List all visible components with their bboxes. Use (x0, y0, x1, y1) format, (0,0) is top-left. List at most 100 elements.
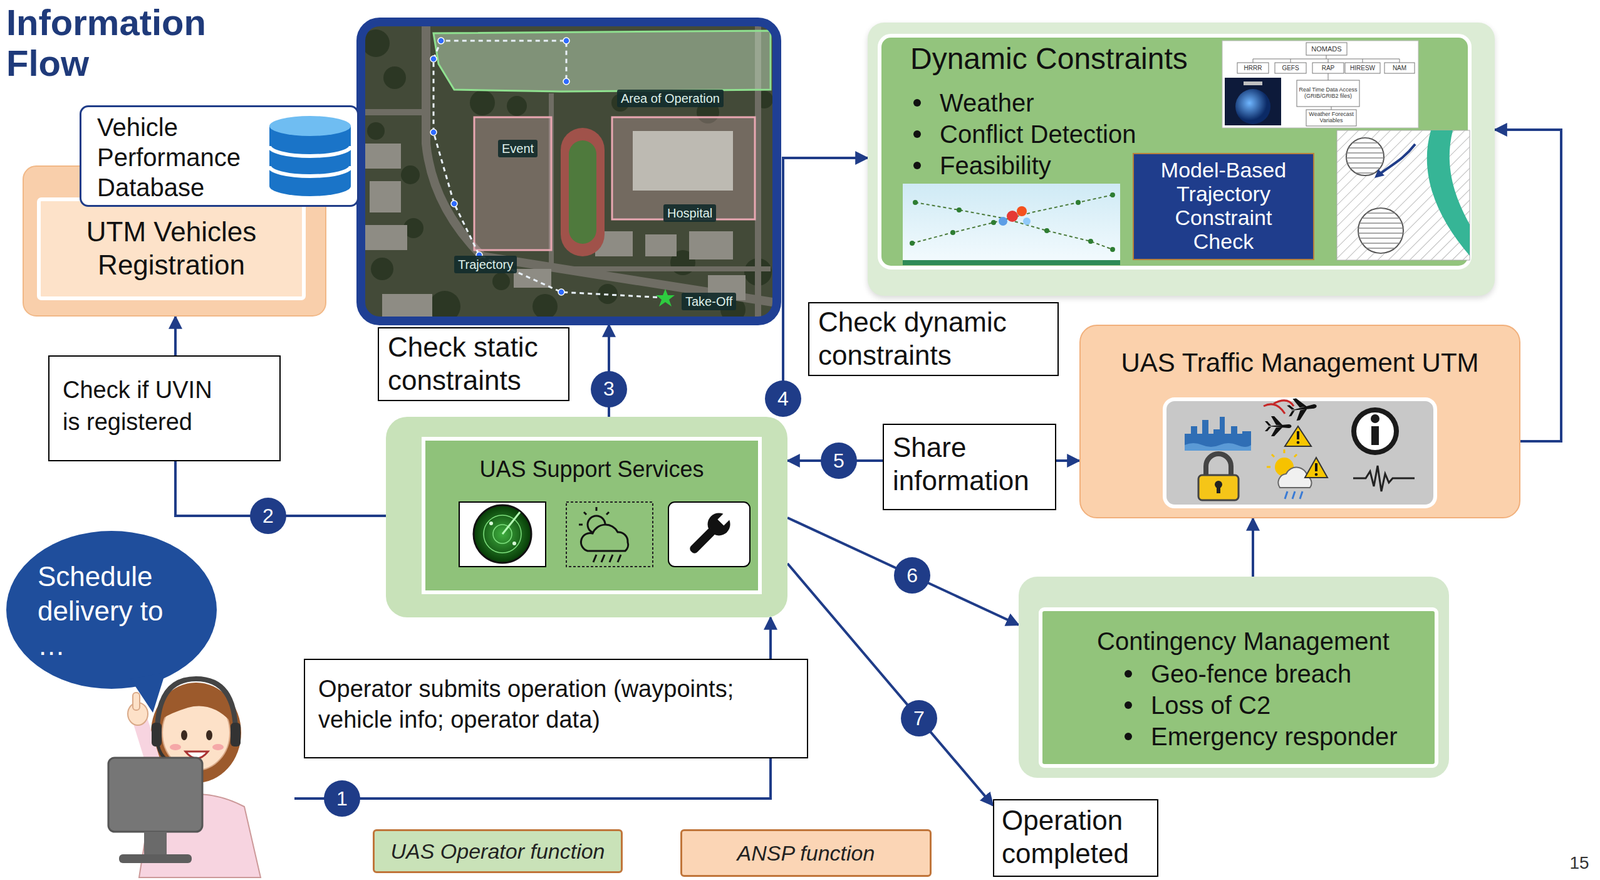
weather-alert-icon (1292, 491, 1295, 499)
connector (787, 563, 993, 806)
flight-path (433, 40, 666, 298)
radar-icon (473, 504, 532, 563)
weather-icon (606, 511, 609, 515)
callout-circle: 4 (764, 380, 802, 417)
callout-circle: 7 (900, 699, 938, 737)
operator-person (108, 678, 261, 878)
conflict-picture (1016, 206, 1027, 217)
weather-icon (580, 524, 628, 551)
operator-person (181, 729, 188, 740)
operator-person (169, 743, 182, 750)
weather-icon (601, 554, 605, 562)
weather-data-chart (1235, 88, 1271, 125)
legend-swatch: UAS Operator function (372, 828, 623, 873)
road (551, 93, 771, 269)
building (363, 143, 401, 169)
bullet-item: Emergency responder (1150, 721, 1398, 751)
chart-label: Weather Forecast Variables (1306, 109, 1357, 126)
chart-label: HIRESW (1345, 62, 1381, 74)
database-icon (263, 112, 358, 200)
road (360, 21, 777, 321)
trajectory-picture (1427, 130, 1470, 256)
note-box: Check dynamic constraints (808, 301, 1059, 376)
bullet-item: Conflict Detection (939, 119, 1136, 149)
tree-cover (429, 290, 461, 321)
waypoint (563, 37, 570, 44)
operator-person (132, 692, 140, 710)
building (382, 293, 433, 319)
waypoint (430, 55, 437, 63)
node-label: Model-Based Trajectory Constraint Check (1148, 157, 1299, 254)
radar-icon (459, 501, 546, 567)
weather-icon (609, 554, 613, 562)
tree-cover (532, 293, 558, 319)
chart-label: RAP (1312, 62, 1344, 74)
aerial-map (357, 18, 781, 325)
tree-cover (370, 257, 394, 281)
hospital-building (632, 130, 733, 191)
trajectory-picture (1374, 169, 1385, 178)
weather-alert-icon (1299, 491, 1303, 499)
weather-alert-icon (1284, 491, 1303, 499)
weather-alert-icon (1294, 454, 1297, 457)
map-label: Trajectory (454, 255, 517, 274)
weather-data-chart (1345, 62, 1381, 74)
conflict-picture (1110, 192, 1116, 198)
waypoint (558, 288, 565, 296)
weather-data-chart (1243, 81, 1263, 86)
speech-bubble: Schedule delivery to … (5, 530, 295, 878)
weather-data-chart (1274, 62, 1307, 74)
weather-icon (578, 506, 609, 525)
operator-person (144, 831, 167, 856)
waypoint (451, 200, 458, 207)
operator-person (108, 757, 203, 832)
waypoint (430, 37, 570, 296)
operation-area (433, 30, 771, 92)
city-icon (1184, 442, 1252, 451)
note-box: Check if UVIN is registered (48, 355, 281, 462)
conflict-picture (956, 207, 962, 213)
aircraft-icon (1296, 441, 1300, 445)
operator-person (212, 743, 224, 750)
city-icon (1184, 416, 1252, 451)
aircraft-icon (1264, 415, 1292, 437)
running-track (560, 127, 605, 257)
aircraft-icon (1263, 404, 1285, 414)
weather-icon (578, 523, 583, 526)
lock-icon (1216, 484, 1221, 494)
wrench-icon (668, 501, 750, 567)
callout-circle: 3 (590, 370, 628, 408)
aircraft-icon (1273, 400, 1294, 406)
conflict-picture (912, 199, 918, 205)
note-box: Check static constraints (377, 327, 570, 401)
trajectory-picture (1336, 130, 1470, 260)
callout-circle: 6 (893, 556, 931, 594)
callout-number: 6 (906, 563, 918, 588)
map-label: Event (498, 139, 538, 158)
weather-alert-icon (1266, 449, 1328, 499)
node-label: Check dynamic constraints (818, 305, 1050, 373)
callout-number: 2 (262, 504, 274, 528)
panel-heading: Contingency Management (1096, 626, 1390, 656)
conflict-picture (1110, 246, 1116, 252)
weather-alert-icon (1314, 462, 1318, 472)
radar-icon (502, 511, 520, 534)
callout-number: 4 (777, 387, 789, 411)
chart-label: Real Time Data Access (GRIB/GRIB2 files) (1296, 80, 1360, 107)
lock-icon (1198, 453, 1239, 500)
conflict-picture (1088, 238, 1094, 244)
conflict-picture (1023, 217, 1031, 225)
aerial-photo (360, 21, 777, 321)
weather-alert-icon (1284, 491, 1288, 499)
node-label: Check static constraints (387, 330, 562, 398)
node-label: Schedule delivery to … (37, 558, 182, 663)
weather-alert-icon (1314, 472, 1319, 477)
info-icon (1351, 407, 1399, 455)
chart-label: NAM (1384, 62, 1415, 74)
aircraft-icon (1284, 425, 1312, 447)
tree-cover (400, 165, 420, 185)
road (425, 21, 777, 304)
tree-cover (469, 90, 495, 116)
